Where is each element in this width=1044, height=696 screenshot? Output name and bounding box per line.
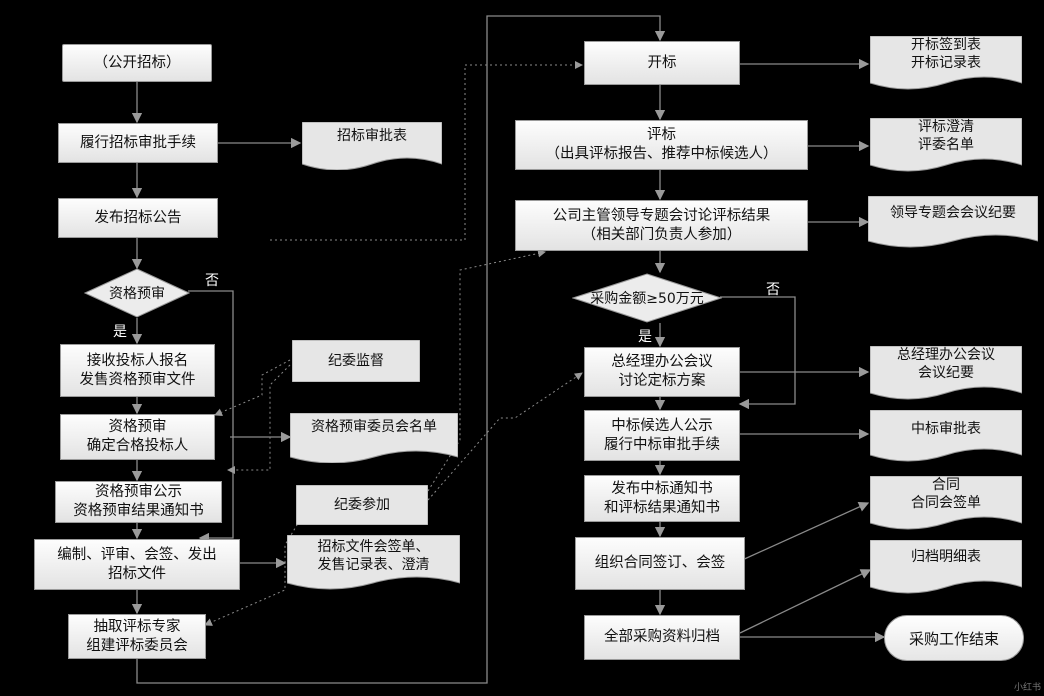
eval-docs-doc: 评标澄清 评委名单 xyxy=(870,118,1022,172)
amount-decision-label: 采购金额≥50万元 xyxy=(590,291,704,307)
notice-step: 发布中标通知书 和评标结果通知书 xyxy=(584,475,740,522)
evaluate-step: 评标 （出具评标报告、推荐中标候选人） xyxy=(515,120,808,170)
discipline-join-doc: 纪委参加 xyxy=(296,485,428,525)
award-form-doc: 中标审批表 xyxy=(870,410,1022,462)
archive-list-doc: 归档明细表 xyxy=(870,540,1022,594)
contract-step: 组织合同签订、会签 xyxy=(575,537,745,590)
approval-step-label: 履行招标审批手续 xyxy=(80,134,196,151)
prequal-list-doc-label: 资格预审委员会名单 xyxy=(311,419,437,435)
approval-form-doc: 招标审批表 xyxy=(302,122,442,170)
prequal-decision-label: 资格预审 xyxy=(109,286,165,302)
leaders-step: 公司主管领导专题会讨论评标结果 （相关部门负责人参加） xyxy=(515,200,808,251)
end-node-label: 采购工作结束 xyxy=(908,629,999,648)
start-node-label: （公开招标） xyxy=(93,54,181,71)
prequal-list-doc: 资格预审委员会名单 xyxy=(290,413,458,463)
contract-docs-doc-label: 合同 合同会签单 xyxy=(911,477,981,511)
amount-no-label: 否 xyxy=(766,282,780,298)
contract-docs-doc: 合同 合同会签单 xyxy=(870,476,1022,530)
eval-docs-doc-label: 评标澄清 评委名单 xyxy=(918,119,974,153)
archive-step-label: 全部采购资料归档 xyxy=(604,629,720,645)
prequal-decision xyxy=(84,268,190,318)
leaders-step-label: 公司主管领导专题会讨论评标结果 （相关部门负责人参加） xyxy=(552,207,771,243)
tender-docs-doc: 招标文件会签单、 发售记录表、澄清 xyxy=(287,535,460,590)
discipline-join-doc-label: 纪委参加 xyxy=(334,497,390,513)
discipline-supervision-doc: 纪委监督 xyxy=(292,340,420,382)
gm-minutes-doc: 总经理办公会议 会议纪要 xyxy=(870,346,1022,400)
receive-step-label: 接收投标人报名 发售资格预审文件 xyxy=(79,352,196,388)
amount-decision xyxy=(572,273,722,323)
amount-yes-label: 是 xyxy=(638,329,652,345)
evaluate-step-label: 评标 （出具评标报告、推荐中标候选人） xyxy=(545,127,778,162)
candidate-step-label: 中标候选人公示 履行中标审批手续 xyxy=(604,417,720,453)
open-step-label: 开标 xyxy=(647,54,677,71)
experts-step-label: 抽取评标专家 组建评标委员会 xyxy=(86,618,188,654)
archive-step: 全部采购资料归档 xyxy=(584,615,740,660)
watermark: 小红书 xyxy=(1014,683,1042,693)
open-step: 开标 xyxy=(584,41,740,85)
compile-step: 编制、评审、会签、发出 招标文件 xyxy=(34,539,240,590)
award-form-doc-label: 中标审批表 xyxy=(911,421,981,437)
discipline-supervision-doc-label: 纪委监督 xyxy=(328,353,384,369)
prequal-yes-label: 是 xyxy=(113,324,127,340)
prequal-no-label: 否 xyxy=(205,273,219,289)
start-node: （公开招标） xyxy=(62,44,212,82)
prequal-step-label: 资格预审 确定合格投标人 xyxy=(86,419,189,454)
gm-minutes-doc-label: 总经理办公会议 会议纪要 xyxy=(897,347,995,381)
prequal-publish-step: 资格预审公示 资格预审结果通知书 xyxy=(55,481,222,523)
tender-docs-doc-label: 招标文件会签单、 发售记录表、澄清 xyxy=(317,539,430,573)
prequal-step: 资格预审 确定合格投标人 xyxy=(60,414,215,460)
announce-step-label: 发布招标公告 xyxy=(94,209,182,226)
end-node: 采购工作结束 xyxy=(884,615,1024,661)
gm-step: 总经理办公会议 讨论定标方案 xyxy=(584,347,740,397)
open-docs-doc: 开标签到表 开标记录表 xyxy=(870,36,1022,90)
approval-form-doc-label: 招标审批表 xyxy=(337,128,407,144)
compile-step-label: 编制、评审、会签、发出 招标文件 xyxy=(57,546,217,582)
receive-step: 接收投标人报名 发售资格预审文件 xyxy=(60,344,215,397)
experts-step: 抽取评标专家 组建评标委员会 xyxy=(68,614,206,659)
contract-step-label: 组织合同签订、会签 xyxy=(594,555,726,571)
announce-step: 发布招标公告 xyxy=(58,198,218,238)
leader-minutes-doc-label: 领导专题会会议纪要 xyxy=(890,205,1016,221)
open-docs-doc-label: 开标签到表 开标记录表 xyxy=(911,37,981,71)
notice-step-label: 发布中标通知书 和评标结果通知书 xyxy=(604,480,720,516)
gm-step-label: 总经理办公会议 讨论定标方案 xyxy=(611,354,713,389)
candidate-step: 中标候选人公示 履行中标审批手续 xyxy=(584,410,740,461)
archive-list-doc-label: 归档明细表 xyxy=(911,549,981,565)
approval-step: 履行招标审批手续 xyxy=(58,123,218,163)
leader-minutes-doc: 领导专题会会议纪要 xyxy=(868,196,1038,248)
prequal-publish-step-label: 资格预审公示 资格预审结果通知书 xyxy=(73,484,204,519)
